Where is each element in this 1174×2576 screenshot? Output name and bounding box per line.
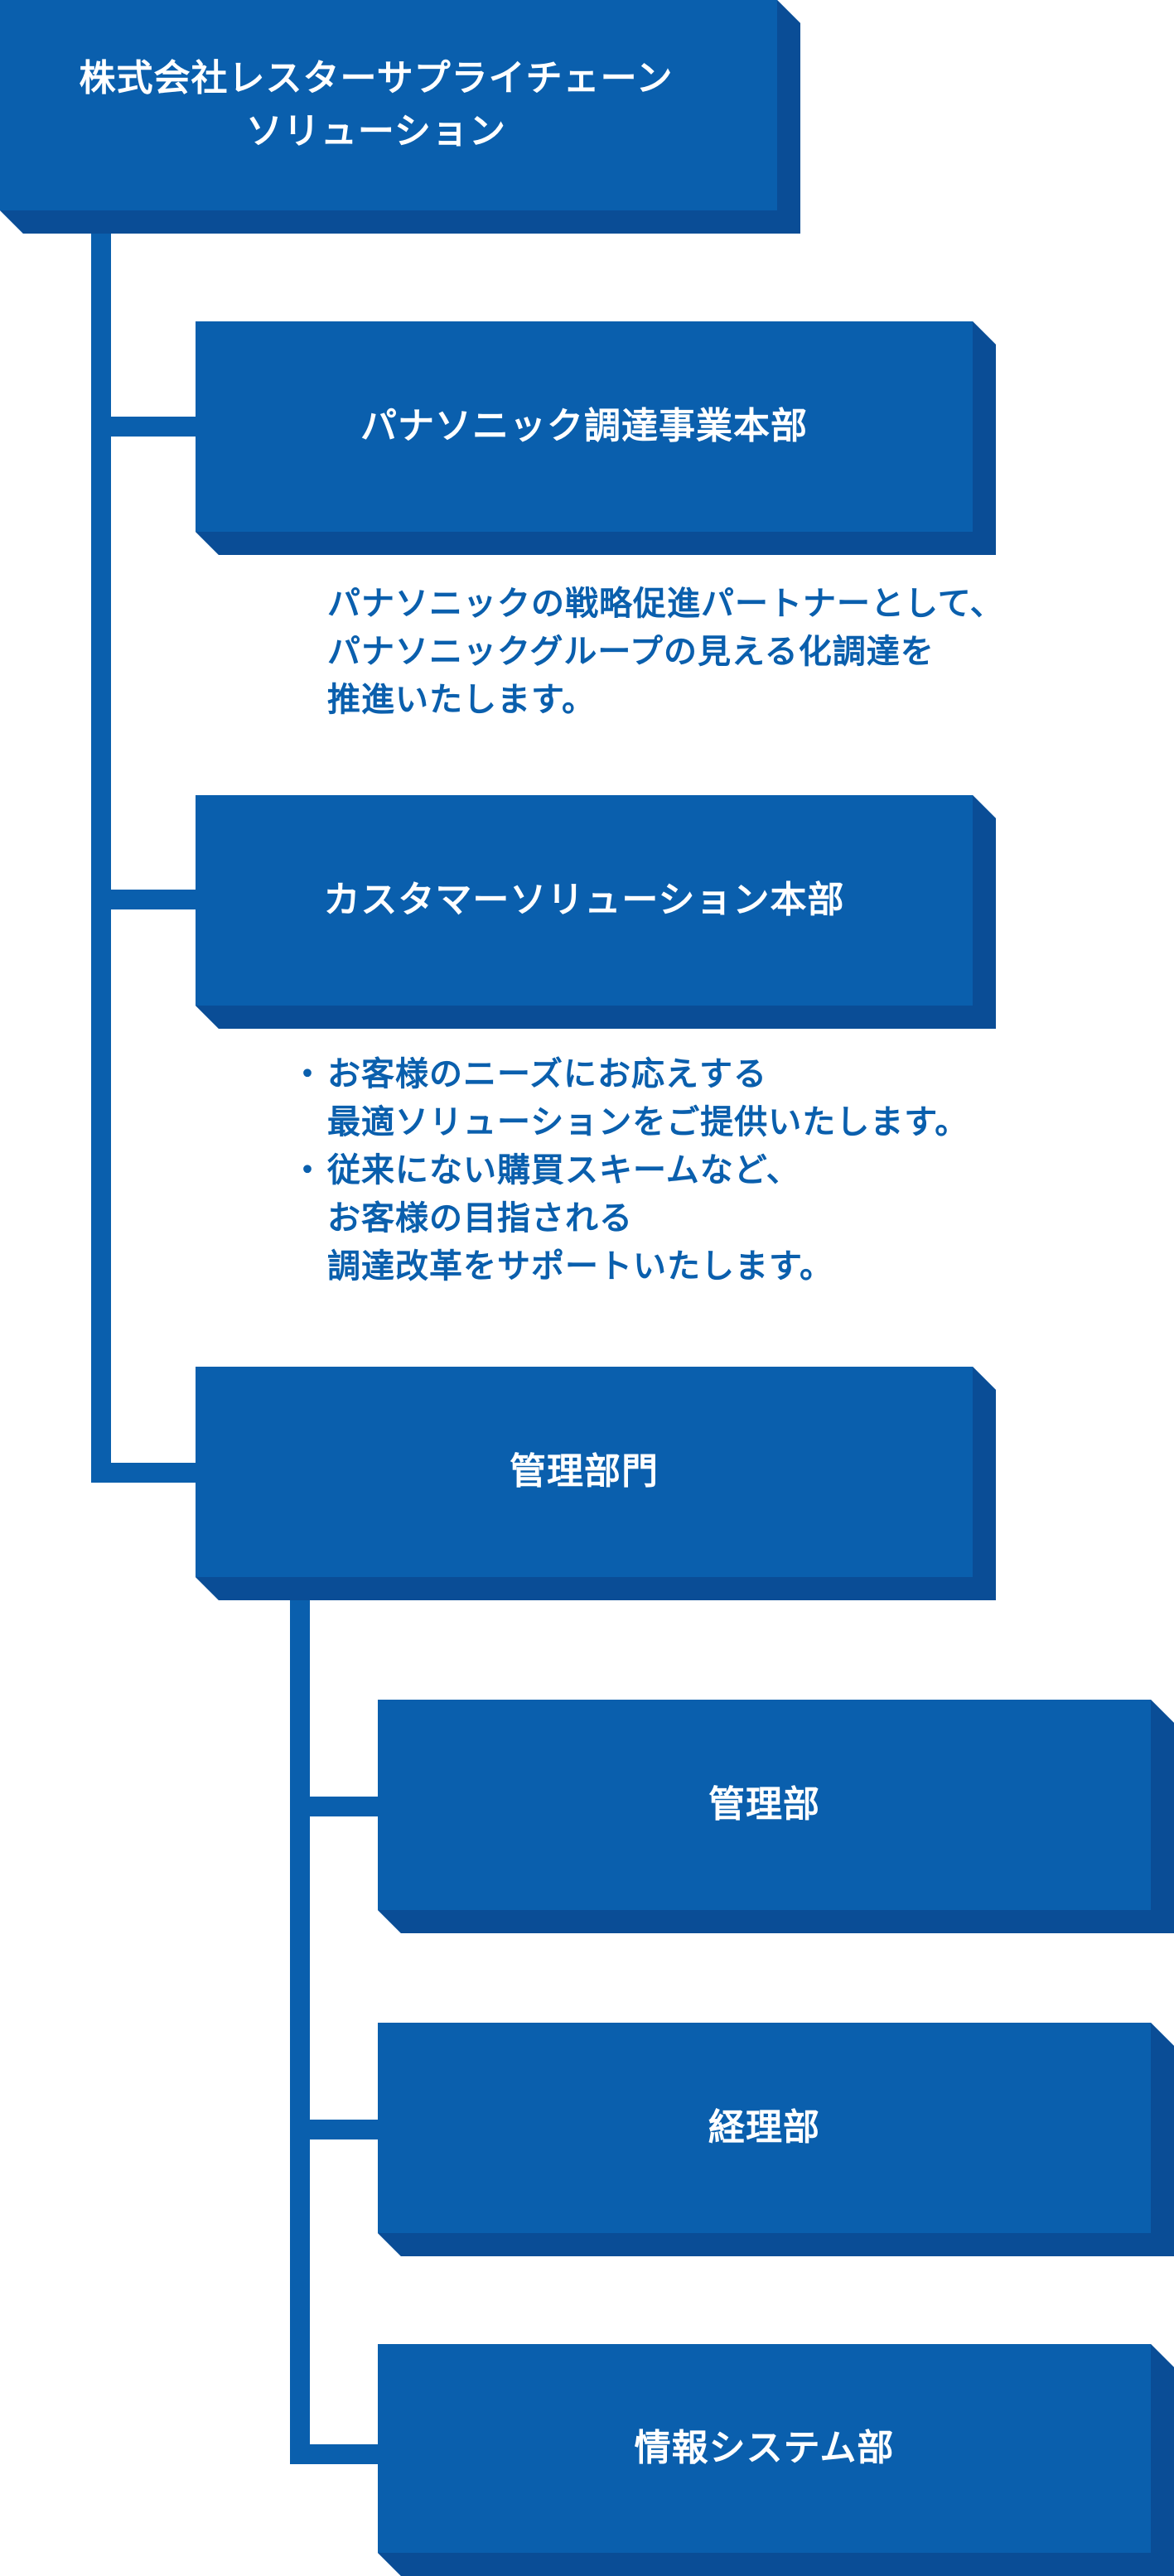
department-box-bottom-face xyxy=(378,2553,1174,2576)
root-company-box: 株式会社レスターサプライチェーン ソリューション xyxy=(0,0,800,234)
division-box-side-face xyxy=(973,1367,996,1600)
department-box-bottom-face xyxy=(378,2233,1174,2256)
connector-to-customer-solution-division xyxy=(91,890,199,909)
division-label-customer-solution: カスタマーソリューション本部 xyxy=(323,879,845,922)
division-label-panasonic-procurement: パナソニック調達事業本部 xyxy=(360,405,808,448)
connector-to-keiri-bu xyxy=(290,2120,381,2139)
division-box-front-face: パナソニック調達事業本部 xyxy=(196,321,973,532)
admin-connector-trunk xyxy=(290,1574,310,2464)
root-box-front-face: 株式会社レスターサプライチェーン ソリューション xyxy=(0,0,777,210)
department-box-side-face xyxy=(1151,2344,1174,2576)
main-connector-trunk xyxy=(91,211,111,1483)
department-box-keiri-bu: 経理部 xyxy=(378,2023,1174,2256)
department-box-front-face: 情報システム部 xyxy=(378,2344,1151,2553)
department-label-keiri-bu: 経理部 xyxy=(708,2106,820,2149)
department-box-side-face xyxy=(1151,2023,1174,2256)
division-box-front-face: カスタマーソリューション本部 xyxy=(196,795,973,1006)
division-bullet-item: 従来にない購買スキームなど、 お客様の目指される 調達改革をサポートいたします。 xyxy=(291,1146,1123,1290)
department-box-kanri-bu: 管理部 xyxy=(378,1700,1174,1933)
connector-to-joho-system-bu xyxy=(290,2444,381,2464)
division-box-side-face xyxy=(973,795,996,1029)
department-box-front-face: 経理部 xyxy=(378,2023,1151,2233)
division-box-bottom-face xyxy=(196,1006,996,1029)
division-box-customer-solution: カスタマーソリューション本部 xyxy=(196,795,996,1029)
connector-to-admin-division xyxy=(91,1463,199,1483)
division-bullets-customer-solution: お客様のニーズにお応えする 最適ソリューションをご提供いたします。 従来にない購… xyxy=(291,1050,1123,1290)
root-company-name: 株式会社レスターサプライチェーン ソリューション xyxy=(79,57,674,152)
division-box-bottom-face xyxy=(196,1577,996,1600)
department-box-bottom-face xyxy=(378,1910,1174,1933)
department-box-front-face: 管理部 xyxy=(378,1700,1151,1910)
department-label-joho-system-bu: 情報システム部 xyxy=(634,2427,895,2470)
division-box-administration: 管理部門 xyxy=(196,1367,996,1600)
division-description-panasonic-procurement: パナソニックの戦略促進パートナーとして、 パナソニックグループの見える化調達を … xyxy=(327,585,1004,719)
division-box-front-face: 管理部門 xyxy=(196,1367,973,1577)
department-box-side-face xyxy=(1151,1700,1174,1933)
root-box-bottom-face xyxy=(0,210,800,234)
division-box-bottom-face xyxy=(196,532,996,555)
root-box-side-face xyxy=(777,0,800,234)
connector-to-kanri-bu xyxy=(290,1797,381,1816)
division-box-panasonic-procurement: パナソニック調達事業本部 xyxy=(196,321,996,555)
department-label-kanri-bu: 管理部 xyxy=(708,1783,820,1826)
division-bullet-item: お客様のニーズにお応えする 最適ソリューションをご提供いたします。 xyxy=(291,1050,1123,1146)
connector-to-panasonic-division xyxy=(91,417,199,437)
division-label-administration: 管理部門 xyxy=(510,1450,659,1493)
division-box-side-face xyxy=(973,321,996,555)
department-box-joho-system-bu: 情報システム部 xyxy=(378,2344,1174,2576)
